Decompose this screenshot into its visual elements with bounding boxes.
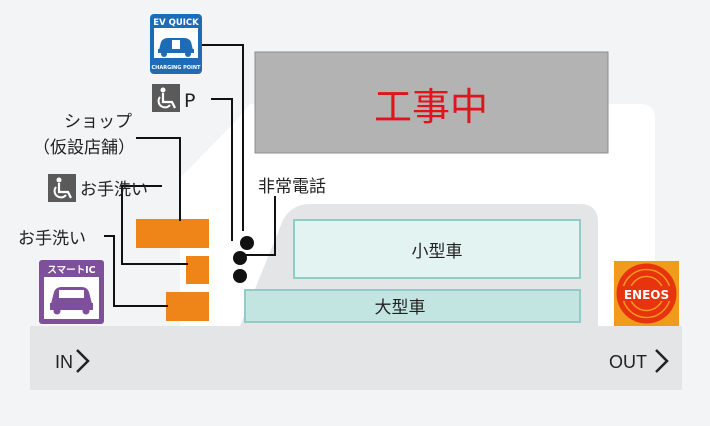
accessible-parking-marker bbox=[233, 269, 247, 283]
accessible-parking-leader-line bbox=[211, 98, 233, 241]
accessible-toilet-building bbox=[186, 256, 209, 284]
accessible-toilet-label: お手洗い bbox=[80, 180, 148, 200]
toilet-label: お手洗い bbox=[18, 229, 86, 249]
emergency-phone-marker bbox=[233, 251, 247, 265]
eneos-text: ENEOS bbox=[624, 288, 669, 302]
shop-label-sub: （仮設店舗） bbox=[33, 138, 135, 158]
accessible-toilet-leader-line bbox=[121, 185, 188, 265]
arrow-right-icon bbox=[655, 349, 669, 373]
emergency-phone-label: 非常電話 bbox=[258, 177, 326, 197]
toilet-leader-line bbox=[104, 235, 168, 307]
accessible-parking-label: P bbox=[184, 90, 195, 112]
wheelchair-icon bbox=[152, 84, 180, 112]
exit-label: OUT bbox=[609, 352, 647, 372]
arrow-right-icon bbox=[76, 349, 90, 373]
small-car-label: 小型車 bbox=[412, 242, 463, 262]
shop-leader-line bbox=[136, 137, 181, 221]
ev-leader-line bbox=[202, 44, 244, 231]
ev-charging-icon: EV QUICK CHARGING POINT bbox=[150, 14, 202, 74]
small-car-parking bbox=[293, 219, 581, 279]
large-car-label: 大型車 bbox=[375, 298, 426, 318]
large-car-parking bbox=[244, 289, 581, 323]
entry-label: IN bbox=[55, 352, 73, 372]
emergency-phone-leader-line bbox=[240, 196, 276, 256]
smart-ic-sign: スマートIC bbox=[39, 260, 104, 324]
wheelchair-icon bbox=[48, 174, 76, 202]
toilet-building bbox=[166, 292, 209, 321]
construction-area bbox=[254, 51, 609, 154]
shop-building bbox=[136, 219, 209, 248]
eneos-logo-icon: ENEOS bbox=[614, 261, 679, 326]
ev-charger-marker bbox=[240, 236, 254, 250]
charging-point-text: CHARGING POINT bbox=[152, 65, 202, 71]
shop-label: ショップ bbox=[64, 112, 132, 132]
smart-ic-label: スマートIC bbox=[47, 265, 95, 276]
construction-label: 工事中 bbox=[374, 85, 488, 129]
ev-quick-text: EV QUICK bbox=[153, 18, 199, 28]
main-road bbox=[30, 326, 682, 390]
